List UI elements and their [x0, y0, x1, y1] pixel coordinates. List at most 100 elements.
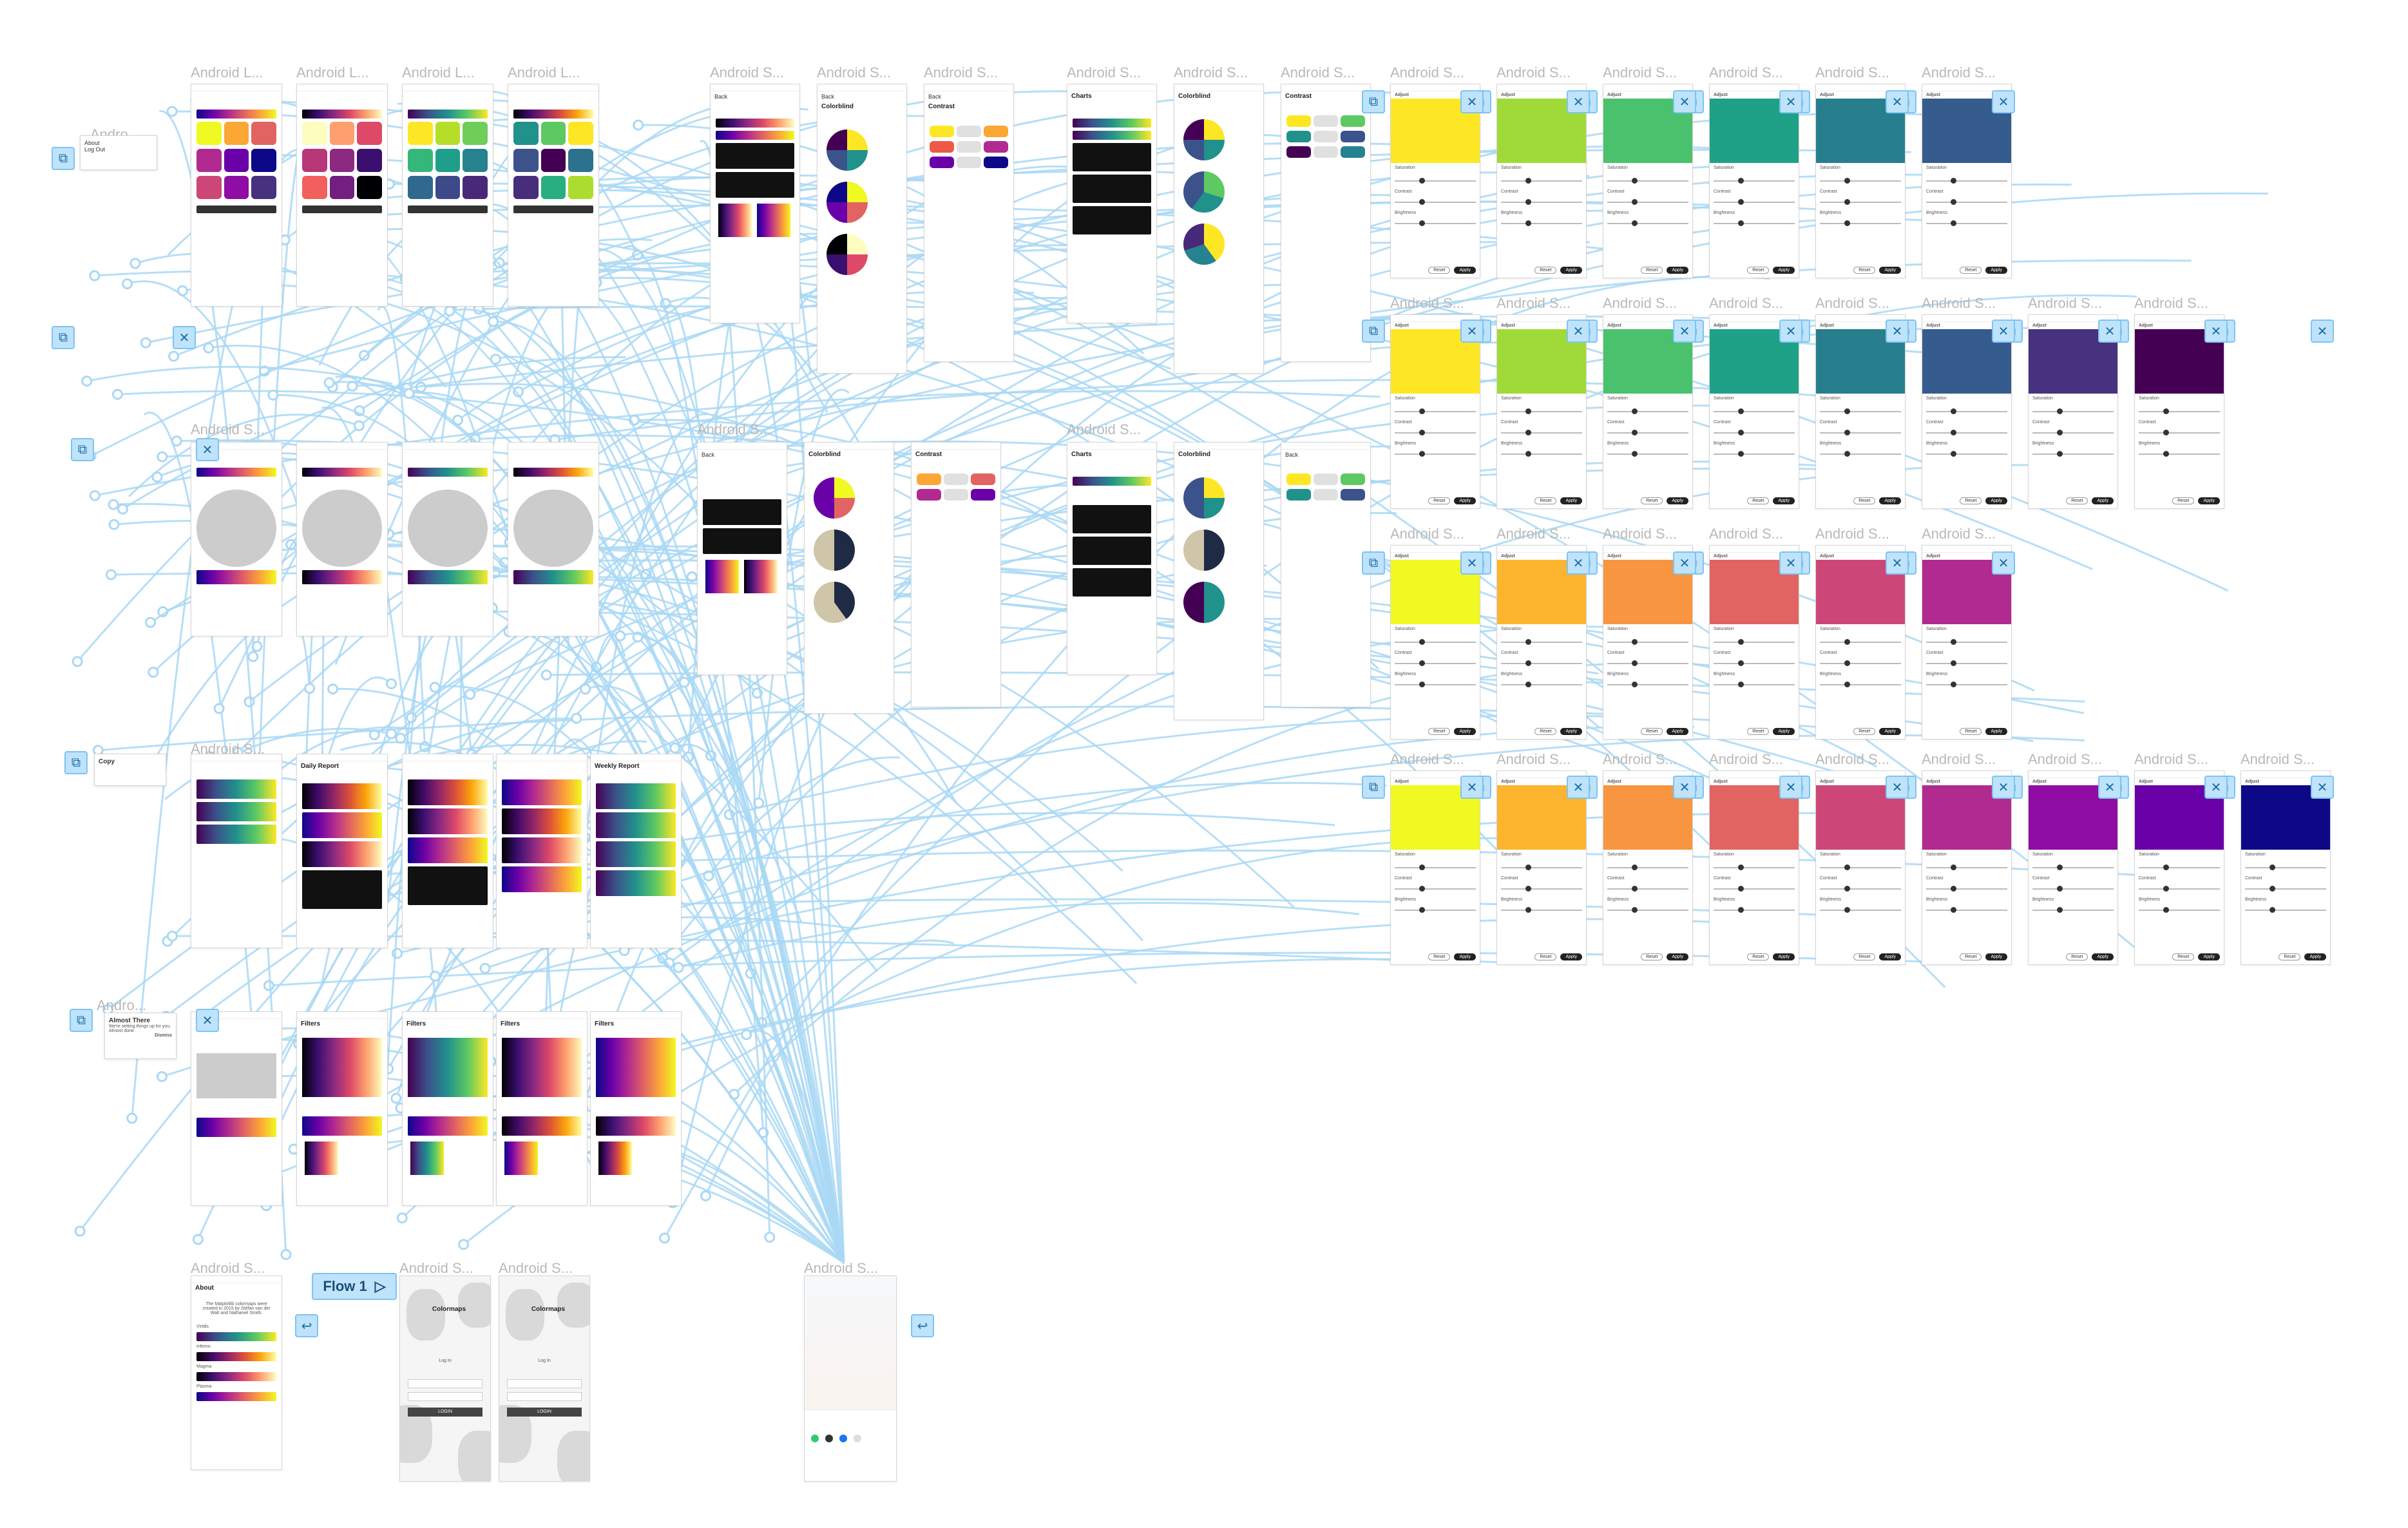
reset-button[interactable]: Reset [1853, 953, 1876, 960]
contrast-slider[interactable] [1714, 430, 1795, 435]
saturation-slider[interactable] [1395, 864, 1476, 870]
connector-handle[interactable] [669, 742, 681, 754]
connector-handle[interactable] [729, 1089, 740, 1100]
connector-handle[interactable] [156, 1071, 167, 1082]
connector-handle[interactable] [89, 490, 100, 501]
connector-handle[interactable] [444, 305, 455, 317]
apply-button[interactable]: Apply [1667, 728, 1688, 735]
palette-detail-screen[interactable] [191, 442, 282, 636]
connector-handle[interactable] [108, 499, 119, 510]
connector-handle[interactable] [673, 962, 684, 973]
saturation-slider[interactable] [1395, 639, 1476, 645]
brightness-slider[interactable] [1714, 451, 1795, 457]
apply-button[interactable]: Apply [1454, 728, 1476, 735]
connector-handle[interactable] [403, 388, 415, 399]
contrast-slider[interactable] [1607, 660, 1688, 666]
connector-handle[interactable] [327, 683, 339, 695]
connector-handle[interactable] [703, 870, 714, 882]
connector-handle[interactable] [72, 656, 83, 667]
contrast-slider[interactable] [1926, 886, 2007, 892]
apply-button[interactable]: Apply [1985, 728, 2007, 735]
connector-handle[interactable] [171, 435, 182, 447]
close-icon[interactable]: ✕ [1673, 776, 1696, 799]
about-screen[interactable]: About The Matplotlib colormaps were crea… [191, 1275, 282, 1470]
contrast-slider[interactable] [1820, 199, 1901, 205]
contrast-slider[interactable] [2032, 886, 2114, 892]
brightness-slider[interactable] [1714, 682, 1795, 687]
connector-handle[interactable] [285, 539, 297, 550]
connector-handle[interactable] [415, 381, 426, 393]
back-link[interactable]: Back [821, 93, 835, 100]
share-app-icon[interactable] [854, 1435, 861, 1442]
brightness-slider[interactable] [1820, 907, 1901, 913]
contrast-slider[interactable] [1607, 430, 1688, 435]
connector-handle[interactable] [151, 472, 163, 483]
contrast-slider[interactable] [1714, 660, 1795, 666]
contrast-slider[interactable] [1395, 430, 1476, 435]
connector-handle[interactable] [327, 381, 338, 393]
apply-button[interactable]: Apply [1773, 497, 1795, 504]
saturation-slider[interactable] [1395, 178, 1476, 184]
connector-handle[interactable] [145, 616, 157, 628]
apply-button[interactable]: Apply [1879, 728, 1901, 735]
contrast-slider[interactable] [1820, 430, 1901, 435]
reset-button[interactable]: Reset [1534, 497, 1557, 504]
connector-handle[interactable] [464, 689, 476, 700]
charts-screen[interactable]: Back [710, 84, 800, 323]
close-icon[interactable]: ✕ [2311, 320, 2334, 343]
brightness-slider[interactable] [2139, 907, 2220, 913]
saturation-slider[interactable] [2032, 408, 2114, 414]
connector-handle[interactable] [723, 809, 735, 821]
connector-handle[interactable] [192, 1234, 204, 1245]
reset-button[interactable]: Reset [1428, 497, 1451, 504]
brightness-slider[interactable] [1926, 451, 2007, 457]
login-button[interactable]: LOGIN [408, 1408, 483, 1417]
contrast-screen[interactable]: Contrast [911, 442, 1001, 707]
reset-button[interactable]: Reset [1747, 267, 1770, 274]
contrast-screen[interactable]: Back Contrast [924, 84, 1014, 362]
connector-handle[interactable] [385, 728, 397, 740]
apply-button[interactable]: Apply [2198, 497, 2220, 504]
palette-screen[interactable] [191, 84, 282, 307]
apply-button[interactable]: Apply [1454, 497, 1476, 504]
share-app-icon[interactable] [811, 1435, 819, 1442]
share-app-icon[interactable] [839, 1435, 847, 1442]
colorblind-screen[interactable]: Colorblind [1174, 84, 1264, 374]
connector-handle[interactable] [406, 712, 417, 723]
close-icon[interactable]: ✕ [1886, 551, 1909, 575]
connector-handle[interactable] [513, 386, 524, 397]
brightness-slider[interactable] [1501, 220, 1582, 226]
connector-handle[interactable] [386, 678, 397, 689]
close-icon[interactable]: ✕ [1567, 320, 1590, 343]
connector-handle[interactable] [354, 405, 365, 417]
reset-button[interactable]: Reset [1428, 267, 1451, 274]
connector-handle[interactable] [108, 519, 120, 530]
close-icon[interactable]: ✕ [173, 326, 196, 349]
apply-button[interactable]: Apply [1879, 267, 1901, 274]
close-icon[interactable]: ✕ [1567, 776, 1590, 799]
overlay-action-icon[interactable]: ⧉ [70, 1009, 93, 1032]
contrast-slider[interactable] [1607, 886, 1688, 892]
filters-screen[interactable]: Filters [402, 1011, 493, 1206]
saturation-slider[interactable] [1607, 408, 1688, 414]
connector-handle[interactable] [488, 316, 499, 327]
close-icon[interactable]: ✕ [1673, 90, 1696, 113]
copy-dialog[interactable]: Copy [94, 754, 166, 786]
colorblind-screen[interactable]: Back Colorblind [817, 84, 907, 374]
connector-handle[interactable] [741, 1029, 752, 1040]
filters-screen[interactable]: Filters [296, 1011, 388, 1206]
contrast-slider[interactable] [1820, 660, 1901, 666]
contrast-slider[interactable] [1395, 886, 1476, 892]
reset-button[interactable]: Reset [1960, 728, 1982, 735]
apply-button[interactable]: Apply [1879, 497, 1901, 504]
brightness-slider[interactable] [1714, 220, 1795, 226]
connector-handle[interactable] [758, 1127, 769, 1138]
overlay-action-icon[interactable]: ⧉ [71, 438, 94, 461]
report-screen[interactable] [191, 754, 282, 948]
